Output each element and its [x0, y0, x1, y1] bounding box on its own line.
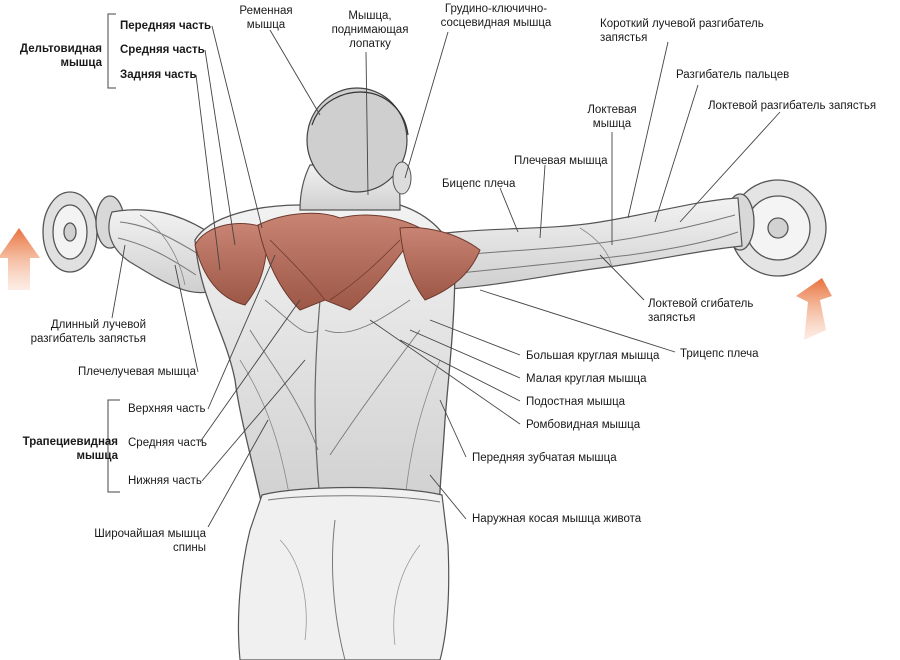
highlighted-muscles — [194, 212, 481, 311]
trapezius-part-middle: Средняя часть — [128, 437, 207, 449]
label-anconeus: Локтевая мышца — [587, 104, 637, 130]
trapezius-group-title: Трапециевидная мышца — [22, 436, 118, 462]
left-up-arrow-icon — [0, 228, 40, 290]
label-levator-scapulae: Мышца, поднимающая лопатку — [331, 10, 409, 50]
left-arm — [108, 209, 216, 294]
group-brackets — [107, 13, 120, 493]
label-infraspinatus: Подостная мышца — [526, 396, 626, 408]
label-triceps: Трицепс плеча — [680, 348, 759, 360]
label-brachialis: Плечевая мышца — [514, 155, 608, 167]
label-teres-minor: Малая круглая мышца — [526, 373, 647, 385]
label-biceps: Бицепс плеча — [442, 178, 516, 190]
trapezius-part-lower: Нижняя часть — [128, 475, 202, 487]
label-ecr-longus: Длинный лучевой разгибатель запястья — [30, 319, 146, 345]
right-up-arrow-icon — [796, 278, 832, 340]
right-arm — [399, 197, 743, 291]
deltoid-part-posterior: Задняя часть — [120, 69, 197, 81]
label-extensor-digitorum: Разгибатель пальцев — [676, 69, 790, 81]
deltoid-part-middle: Средняя часть — [120, 44, 205, 56]
deltoid-part-anterior: Передняя часть — [120, 20, 212, 32]
trapezius-part-upper: Верхняя часть — [128, 403, 206, 415]
label-external-oblique: Наружная косая мышца живота — [472, 513, 642, 525]
label-ecu: Локтевой разгибатель запястья — [708, 100, 877, 112]
leader-lines — [111, 25, 781, 528]
label-fcu: Локтевой сгибатель запястья — [648, 298, 754, 324]
label-sternocleidomastoid: Грудино-ключично- сосцевидная мышца — [440, 3, 552, 29]
label-rhomboid: Ромбовидная мышца — [526, 419, 641, 431]
deltoid-group-title: Дельтовидная мышца — [19, 43, 102, 69]
label-splenius: Ременная мышца — [239, 5, 293, 31]
shorts — [237, 486, 450, 660]
label-teres-major: Большая круглая мышца — [526, 350, 660, 362]
right-dumbbell — [725, 179, 827, 277]
label-ecr-brevis: Короткий лучевой разгибатель запястья — [600, 18, 764, 44]
head — [299, 87, 412, 211]
label-latissimus-dorsi: Широчайшая мышца спины — [94, 528, 206, 554]
label-serratus-anterior: Передняя зубчатая мышца — [472, 452, 617, 464]
label-brachioradialis: Плечелучевая мышца — [77, 366, 196, 378]
